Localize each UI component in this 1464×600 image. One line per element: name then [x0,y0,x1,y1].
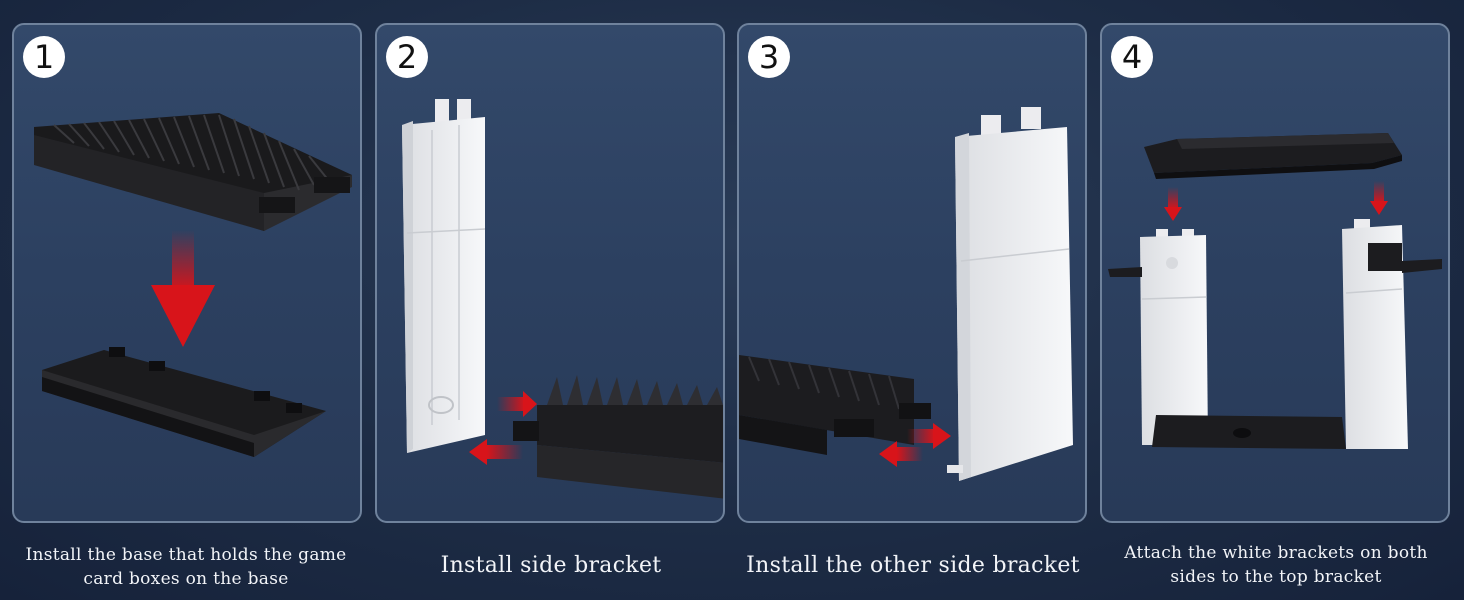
right-arrow-icon [907,423,951,449]
side-bracket-illustration [402,99,723,499]
card-holder-section [739,355,931,455]
right-arrow-icon [497,391,537,417]
card-holder-section [513,375,723,499]
white-side-bracket [402,99,486,453]
step-number-badge: 2 [386,36,428,78]
left-arrow-icon [469,439,523,465]
down-arrow-icon [1164,187,1182,221]
step-number-badge: 3 [748,36,790,78]
base-install-illustration [34,113,352,457]
step-panel-3: 3 [737,23,1087,523]
left-white-bracket [1108,229,1208,445]
down-arrow-icon [151,230,215,347]
white-side-bracket [947,107,1073,481]
top-bracket [1144,133,1402,179]
left-arrow-icon [879,441,923,467]
base-plate [1152,415,1346,449]
top-bracket-illustration [1108,133,1442,449]
step-panel-4: 4 [1100,23,1450,523]
step-caption-3: Install the other side bracket [746,553,1080,578]
other-side-bracket-illustration [739,107,1073,481]
step-caption-2: Install side bracket [440,553,662,578]
step-number-badge: 4 [1111,36,1153,78]
step-caption-4: Attach the white brackets on both sides … [1124,543,1428,587]
right-white-bracket [1342,219,1442,449]
down-arrow-icon [1370,181,1388,215]
step-caption-1: Install the base that holds the game car… [25,545,347,589]
step-number-badge: 1 [23,36,65,78]
base-plate [42,347,326,457]
step-panel-1: 1 [12,23,362,523]
step-panel-2: 2 [375,23,725,523]
card-holder-tray [34,113,352,231]
